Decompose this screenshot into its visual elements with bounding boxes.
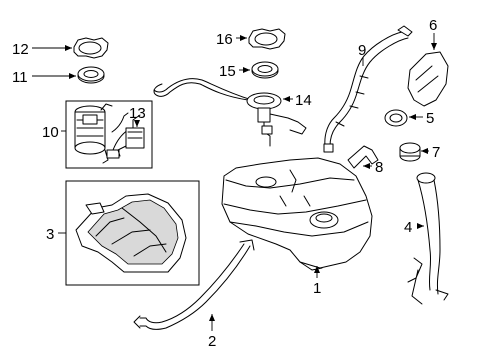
heat-shield-part-3: 3: [46, 180, 200, 286]
grommet-part-7: 7: [399, 142, 440, 162]
callout-1: 1: [313, 280, 321, 297]
tank-strap-part-2: 2: [133, 239, 255, 350]
callout-8: 8: [375, 159, 383, 176]
part-10-frame: [65, 100, 153, 169]
callout-13: 13: [129, 105, 146, 122]
callout-3: 3: [46, 226, 54, 243]
callout-11: 11: [12, 69, 28, 86]
bracket-part-6: 6: [407, 17, 449, 107]
callout-4: 4: [404, 219, 412, 236]
fuel-tank-part-1: 1: [221, 157, 373, 297]
fuel-pump-module-part-10: 10: [42, 100, 153, 169]
gasket-part-11: 11: [12, 66, 105, 86]
callout-6: 6: [429, 17, 437, 34]
callout-2: 2: [208, 333, 216, 350]
callout-16: 16: [216, 31, 233, 48]
lock-ring-part-12: 12: [12, 37, 109, 59]
filler-hose-part-9: 9: [323, 25, 413, 153]
hose-part-8: 8: [347, 145, 383, 176]
fuel-sender-part-14: 14: [153, 78, 312, 147]
fuel-level-sender-part-13: 13: [117, 105, 146, 157]
callout-10: 10: [42, 124, 59, 141]
filler-neck-part-4: 4: [404, 172, 449, 305]
gasket-part-15: 15: [219, 61, 279, 80]
callout-14: 14: [295, 92, 312, 109]
callout-5: 5: [426, 110, 434, 127]
seal-part-5: 5: [384, 109, 434, 127]
callout-12: 12: [12, 41, 29, 58]
callout-7: 7: [432, 144, 440, 161]
callout-9: 9: [358, 42, 366, 59]
callout-15: 15: [219, 63, 236, 80]
lock-ring-part-16: 16: [216, 28, 286, 50]
